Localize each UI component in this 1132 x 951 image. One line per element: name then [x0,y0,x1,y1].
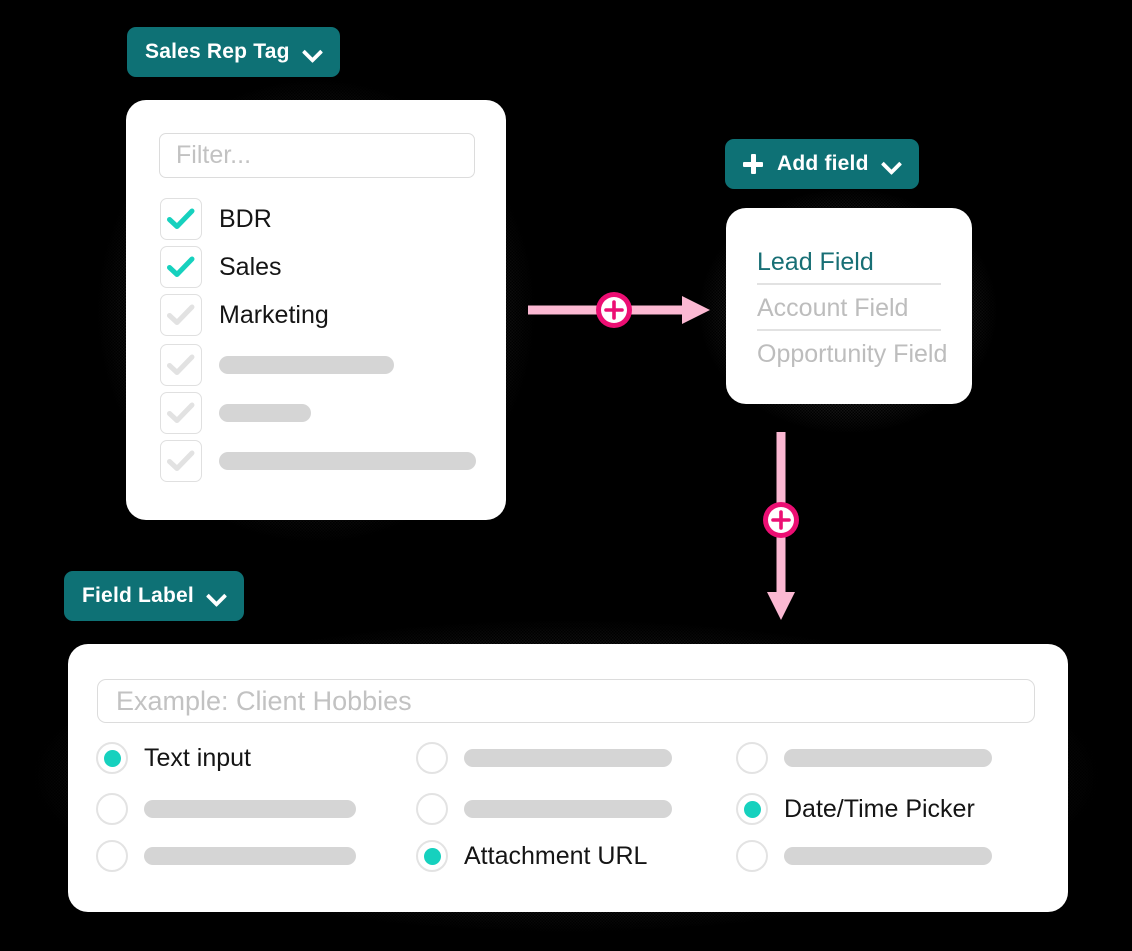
checkbox-bdr[interactable] [160,198,202,240]
radio-row-c1r2[interactable] [96,793,356,825]
radio-text-input[interactable] [96,742,128,774]
field-label-button[interactable]: Field Label [64,571,244,621]
checkbox-label-bdr: BDR [219,204,272,233]
field-label-panel [30,619,1102,933]
check-icon [167,402,195,423]
field-label-text: Field Label [82,584,194,607]
checkbox-row-bdr[interactable]: BDR [160,198,272,240]
sales-rep-tag-label: Sales Rep Tag [145,40,290,63]
radio-row-c2r1[interactable] [416,742,672,774]
checkbox-row-marketing[interactable]: Marketing [160,294,329,336]
radio-c1r3[interactable] [96,840,128,872]
radio-c3r1[interactable] [736,742,768,774]
radio-attachment-url[interactable] [416,840,448,872]
tag-to-field-connector [528,292,710,328]
radio-label-attachment-url: Attachment URL [464,841,648,870]
placeholder-bar [144,800,356,818]
radio-row-text-input[interactable]: Text input [96,742,251,774]
sales-rep-tag-button[interactable]: Sales Rep Tag [127,27,340,77]
radio-date-time-picker[interactable] [736,793,768,825]
placeholder-bar [784,847,992,865]
field-menu-divider [757,283,941,285]
radio-row-c1r3[interactable] [96,840,356,872]
plus-circle-icon [771,510,791,530]
plus-icon [743,154,763,174]
placeholder-bar [219,452,476,470]
field-name-input[interactable]: Example: Client Hobbies [97,679,1035,723]
checkbox-sales[interactable] [160,246,202,288]
chevron-down-icon [208,587,226,605]
radio-c2r2[interactable] [416,793,448,825]
radio-row-c3r1[interactable] [736,742,992,774]
radio-row-date-time-picker[interactable]: Date/Time Picker [736,793,975,825]
check-icon [167,208,195,229]
check-icon [167,450,195,471]
radio-row-attachment-url[interactable]: Attachment URL [416,840,647,872]
plus-circle-icon [604,300,624,320]
checkbox-label-marketing: Marketing [219,300,329,329]
chevron-down-icon [883,155,901,173]
field-to-label-connector [763,432,799,620]
placeholder-bar [464,749,672,767]
field-menu-item-account[interactable]: Account Field [757,294,909,322]
checkbox-placeholder-3[interactable] [160,440,202,482]
checkbox-row-placeholder-1[interactable] [160,344,394,386]
field-menu-card [726,208,972,404]
checkbox-row-placeholder-3[interactable] [160,440,476,482]
add-field-button[interactable]: Add field [725,139,919,189]
checkbox-placeholder-1[interactable] [160,344,202,386]
checkbox-placeholder-2[interactable] [160,392,202,434]
field-menu-item-opportunity[interactable]: Opportunity Field [757,340,948,368]
radio-row-c2r2[interactable] [416,793,672,825]
field-menu-item-lead[interactable]: Lead Field [757,248,874,276]
radio-c3r3[interactable] [736,840,768,872]
checkbox-marketing[interactable] [160,294,202,336]
placeholder-bar [219,356,394,374]
checkbox-row-placeholder-2[interactable] [160,392,311,434]
chevron-down-icon [304,43,322,61]
placeholder-bar [144,847,356,865]
placeholder-bar [784,749,992,767]
radio-c2r1[interactable] [416,742,448,774]
check-icon [167,354,195,375]
field-menu-panel [698,188,998,434]
check-icon [167,256,195,277]
radio-c1r2[interactable] [96,793,128,825]
checkbox-row-sales[interactable]: Sales [160,246,282,288]
checkbox-label-sales: Sales [219,252,282,281]
filter-input[interactable]: Filter... [159,133,475,178]
add-field-label: Add field [777,152,869,175]
radio-label-date-time-picker: Date/Time Picker [784,794,975,823]
radio-row-c3r3[interactable] [736,840,992,872]
radio-label-text-input: Text input [144,743,252,772]
field-menu-divider [757,329,941,331]
placeholder-bar [464,800,672,818]
placeholder-bar [219,404,311,422]
check-icon [167,304,195,325]
